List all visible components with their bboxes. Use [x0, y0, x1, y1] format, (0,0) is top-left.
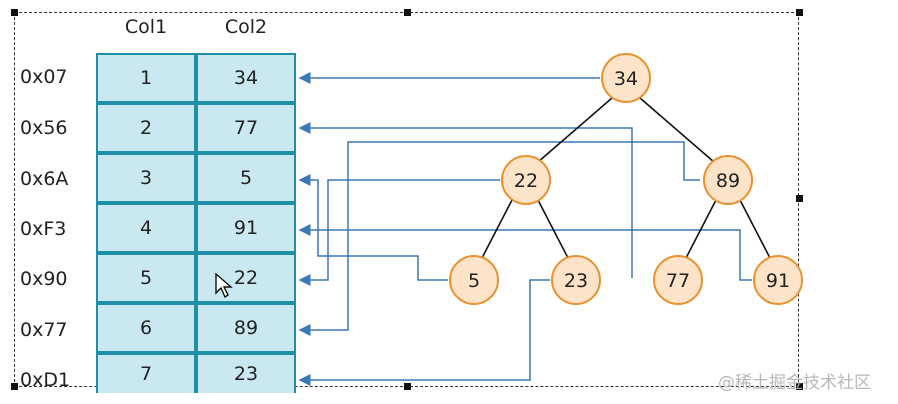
arrow-89 [298, 141, 700, 336]
node-label: 77 [666, 270, 690, 292]
row-address: 0x07 [20, 66, 68, 88]
node-label: 23 [564, 270, 588, 292]
arrow-77 [298, 122, 633, 278]
table-cell-col2: 77 [196, 103, 296, 153]
resize-handle-bottom-center[interactable] [404, 383, 411, 390]
node-label: 34 [614, 68, 638, 90]
col1-header: Col1 [124, 16, 168, 38]
node-label: 5 [468, 270, 480, 292]
arrow-91 [298, 224, 752, 281]
resize-handle-top-right[interactable] [796, 9, 803, 16]
table-cell-col2: 22 [196, 253, 296, 303]
row-address: 0xD1 [20, 369, 71, 391]
table-cell-col2: 5 [196, 153, 296, 203]
table-cell-col1: 3 [96, 153, 196, 203]
tree-node: 89 [703, 155, 753, 205]
node-label: 89 [716, 170, 740, 192]
arrow-23 [298, 279, 550, 386]
table-cell-col2: 34 [196, 53, 296, 103]
tree-edges [481, 97, 771, 259]
tree-node: 77 [653, 255, 703, 305]
mouse-pointer-icon [215, 273, 233, 299]
row-address: 0x90 [20, 268, 68, 290]
tree-node: 34 [601, 53, 651, 103]
row-address: 0x77 [20, 319, 68, 341]
watermark: @稀土掘金技术社区 [718, 373, 871, 393]
table-cell-col1: 1 [96, 53, 196, 103]
table-cell-col2: 91 [196, 203, 296, 253]
resize-handle-middle-right[interactable] [796, 195, 803, 202]
table-cell-col1: 2 [96, 103, 196, 153]
resize-handle-top-left[interactable] [11, 9, 18, 16]
row-address: 0x56 [20, 117, 68, 139]
table-cell-col1: 5 [96, 253, 196, 303]
row-address: 0x6A [20, 168, 69, 190]
table-cell-col1: 6 [96, 303, 196, 353]
resize-handle-top-center[interactable] [404, 9, 411, 16]
node-label: 91 [766, 270, 790, 292]
tree-node: 22 [501, 155, 551, 205]
table-cell-col1: 4 [96, 203, 196, 253]
table-cell-col2: 23 [196, 353, 296, 393]
pointer-arrows [298, 72, 752, 386]
tree-node: 5 [449, 255, 499, 305]
node-label: 22 [514, 170, 538, 192]
table-cell-col2: 89 [196, 303, 296, 353]
row-address: 0xF3 [20, 218, 67, 240]
col2-header: Col2 [224, 16, 268, 38]
table-cell-col1: 7 [96, 353, 196, 393]
tree-node: 23 [551, 255, 601, 305]
arrow-22 [298, 179, 500, 286]
resize-handle-bottom-right[interactable] [796, 383, 803, 390]
arrow-5 [298, 174, 448, 281]
resize-handle-bottom-left[interactable] [11, 383, 18, 390]
tree-node: 91 [753, 255, 803, 305]
